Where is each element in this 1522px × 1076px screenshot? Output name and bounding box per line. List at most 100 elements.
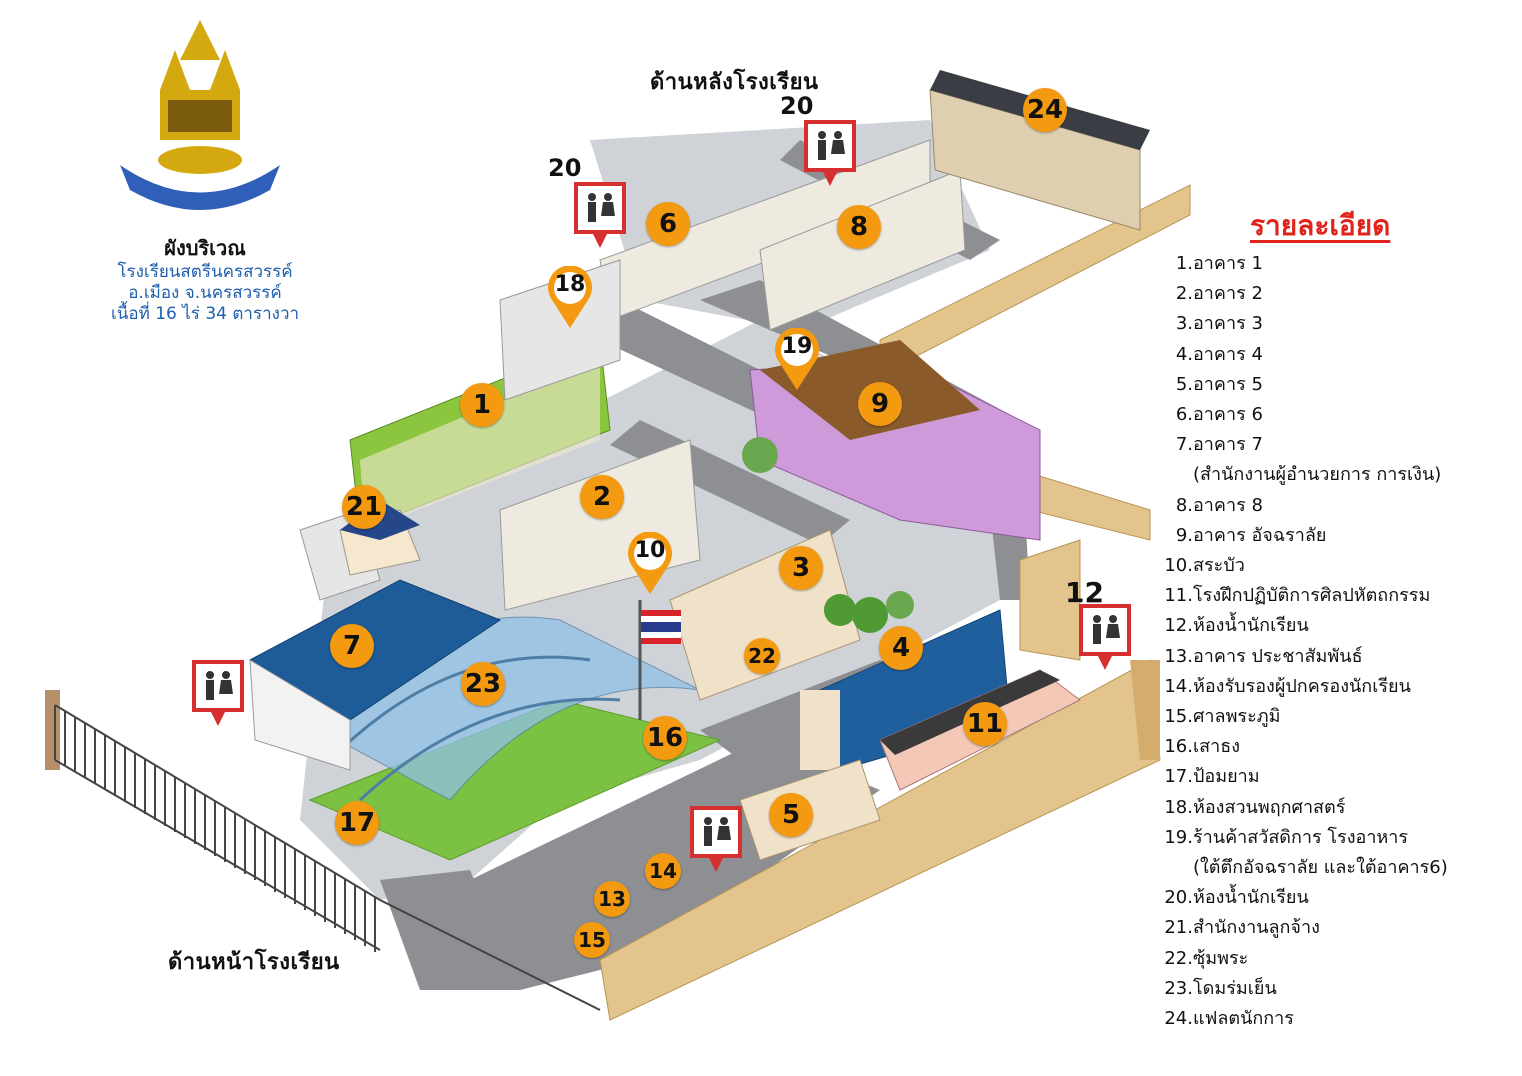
marker-17[interactable]: 17 — [335, 801, 379, 845]
legend-item-number: 2. — [1175, 283, 1193, 305]
map-title-block: ผังบริเวณ โรงเรียนสตรีนครสวรรค์ อ.เมือง … — [70, 234, 340, 325]
marker-7[interactable]: 7 — [330, 624, 374, 668]
legend-item: 3.อาคาร 3 — [1160, 309, 1448, 339]
restroom-marker-12[interactable]: 12 — [1065, 576, 1131, 674]
marker-9[interactable]: 9 — [858, 382, 902, 426]
legend-item: 24.แฟลตนักการ — [1160, 1004, 1448, 1034]
restroom-marker-20-right[interactable]: 20 — [780, 92, 856, 190]
flag-pole — [638, 600, 681, 720]
pin-marker-19[interactable]: 19 — [773, 327, 821, 392]
legend-item: 19.ร้านค้าสวัสดิการ โรงอาหาร — [1160, 823, 1448, 853]
legend-item-label: สำนักงานลูกจ้าง — [1193, 917, 1320, 939]
legend-item: 5.อาคาร 5 — [1160, 370, 1448, 400]
pin-marker-18[interactable]: 18 — [546, 265, 594, 330]
restroom-icon — [1079, 604, 1131, 670]
school-emblem — [120, 20, 280, 210]
marker-14[interactable]: 14 — [645, 853, 681, 889]
legend-item-number: 12. — [1164, 615, 1193, 637]
school-area: เนื้อที่ 16 ไร่ 34 ตารางวา — [110, 304, 300, 324]
legend-item-number: 7. — [1175, 434, 1193, 456]
marker-8[interactable]: 8 — [837, 205, 881, 249]
pin-marker-10[interactable]: 10 — [626, 531, 674, 596]
legend-item-label: อาคาร 5 — [1193, 373, 1263, 395]
legend-item-label: ห้องน้ำนักเรียน — [1193, 615, 1309, 637]
legend-item-label: อาคาร 1 — [1193, 253, 1263, 274]
legend-item-note: (ใต้ตึกอัจฉราลัย และใต้อาคาร6) — [1193, 857, 1448, 879]
marker-13[interactable]: 13 — [594, 881, 630, 917]
marker-11[interactable]: 11 — [963, 702, 1007, 746]
legend-item: 17.ป้อมยาม — [1160, 762, 1448, 792]
legend-item-label: อาคาร 8 — [1193, 494, 1263, 516]
legend-item-number: 1. — [1175, 253, 1193, 274]
restroom-label-20-left: 20 — [548, 154, 582, 182]
legend-item-label: สระบัว — [1193, 555, 1245, 577]
restroom-label-20-right: 20 — [780, 92, 814, 120]
marker-22[interactable]: 22 — [744, 638, 780, 674]
map-pin-icon — [628, 531, 672, 594]
marker-6[interactable]: 6 — [646, 202, 690, 246]
legend-item: 10.สระบัว — [1160, 551, 1448, 581]
legend-item-number: 14. — [1164, 675, 1193, 697]
marker-4[interactable]: 4 — [879, 626, 923, 670]
restroom-marker-west[interactable] — [192, 660, 244, 730]
legend-item-number: 9. — [1175, 524, 1193, 546]
map-title: ผังบริเวณ — [164, 236, 246, 260]
front-fence — [54, 704, 601, 1011]
trees — [742, 437, 914, 633]
legend-item-number: 8. — [1175, 494, 1193, 516]
restroom-icon — [574, 182, 626, 248]
restroom-label-12: 12 — [1065, 576, 1104, 609]
legend-item-number: 15. — [1164, 706, 1193, 728]
map-pin-icon — [548, 265, 592, 328]
legend-item-label: อาคาร ประชาสัมพันธ์ — [1193, 645, 1363, 667]
legend-item: 9.อาคาร อัจฉราลัย — [1160, 521, 1448, 551]
legend-item: 1.อาคาร 1 — [1160, 249, 1448, 279]
legend-item-number: 19. — [1164, 826, 1193, 848]
legend-item-label: อาคาร 2 — [1193, 283, 1263, 305]
marker-21[interactable]: 21 — [342, 485, 386, 529]
legend-item: 4.อาคาร 4 — [1160, 340, 1448, 370]
legend-item-number: 3. — [1175, 313, 1193, 335]
rear-label: ด้านหลังโรงเรียน — [650, 70, 819, 95]
restroom-marker-20-left[interactable]: 20 — [548, 154, 626, 252]
legend-item-number: 5. — [1175, 373, 1193, 395]
legend-item-label: แฟลตนักการ — [1193, 1008, 1294, 1030]
legend-item-label: ป้อมยาม — [1193, 766, 1260, 788]
legend-item-label: ร้านค้าสวัสดิการ โรงอาหาร — [1193, 826, 1409, 848]
restroom-marker-front[interactable] — [690, 806, 742, 876]
legend-item-label: ห้องรับรองผู้ปกครองนักเรียน — [1193, 675, 1411, 697]
legend-item-number: 18. — [1164, 796, 1193, 818]
marker-16[interactable]: 16 — [643, 716, 687, 760]
legend-item: 8.อาคาร 8 — [1160, 491, 1448, 521]
legend-item-label: อาคาร อัจฉราลัย — [1193, 524, 1327, 546]
marker-3[interactable]: 3 — [779, 546, 823, 590]
marker-1[interactable]: 1 — [460, 383, 504, 427]
map-pin-icon — [775, 327, 819, 390]
legend-item: 20.ห้องน้ำนักเรียน — [1160, 883, 1448, 913]
legend-heading: รายละเอียด — [1250, 209, 1391, 242]
marker-15[interactable]: 15 — [574, 922, 610, 958]
restroom-icon — [690, 806, 742, 872]
legend-item-number: 17. — [1164, 766, 1193, 788]
legend-item: 15.ศาลพระภูมิ — [1160, 702, 1448, 732]
legend-item-label: อาคาร 3 — [1193, 313, 1263, 335]
legend-item: 23.โดมร่มเย็น — [1160, 974, 1448, 1004]
marker-23[interactable]: 23 — [461, 662, 505, 706]
legend-item-number: 21. — [1164, 917, 1193, 939]
marker-2[interactable]: 2 — [580, 475, 624, 519]
legend-item-label: อาคาร 4 — [1193, 343, 1263, 365]
legend-item: 13.อาคาร ประชาสัมพันธ์ — [1160, 642, 1448, 672]
legend-item: 16.เสาธง — [1160, 732, 1448, 762]
marker-5[interactable]: 5 — [769, 793, 813, 837]
legend-item-number: 11. — [1164, 585, 1193, 607]
legend-item: 22.ซุ้มพระ — [1160, 944, 1448, 974]
marker-24[interactable]: 24 — [1023, 88, 1067, 132]
front-label: ด้านหน้าโรงเรียน — [168, 950, 340, 975]
legend-item: 2.อาคาร 2 — [1160, 279, 1448, 309]
legend-item-number: 23. — [1164, 977, 1193, 999]
legend-item: 12.ห้องน้ำนักเรียน — [1160, 611, 1448, 641]
legend-item-number: 24. — [1164, 1008, 1193, 1030]
legend-item-label: ซุ้มพระ — [1193, 947, 1249, 969]
legend-item-label: ห้องสวนพฤกศาสตร์ — [1193, 796, 1346, 818]
